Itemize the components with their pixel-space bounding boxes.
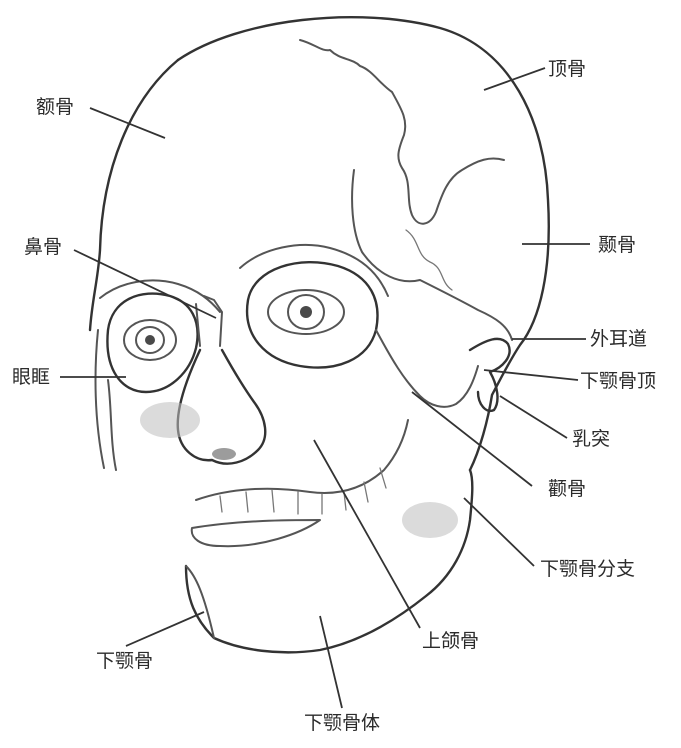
label-temporal: 颞骨	[598, 234, 636, 256]
leader-zygomatic	[412, 392, 532, 486]
right-pupil	[300, 306, 312, 318]
squamous-suture	[352, 170, 512, 340]
cranium-left-outline	[90, 60, 178, 330]
label-mastoid: 乳突	[572, 428, 610, 450]
label-mandible: 下颚骨	[96, 650, 153, 672]
right-orbit	[247, 262, 377, 367]
nasal-aperture	[178, 350, 266, 464]
label-orbit: 眼眶	[12, 366, 50, 388]
mandible-outline	[186, 470, 472, 652]
left-pupil	[145, 335, 155, 345]
label-ramus: 下颚骨分支	[540, 558, 635, 580]
leader-mandible	[126, 612, 204, 646]
left-cheek	[96, 330, 116, 470]
leader-mandible-body	[320, 616, 342, 708]
label-maxilla: 上颌骨	[422, 630, 479, 652]
label-mandible-body: 下颚骨体	[304, 712, 380, 734]
leader-frontal	[90, 108, 165, 138]
nostril	[212, 448, 236, 460]
cranium-outline	[178, 17, 549, 470]
jaw-shading	[402, 502, 458, 538]
mouth-line	[192, 520, 320, 546]
coronal-suture	[300, 40, 504, 224]
label-zygomatic: 颧骨	[548, 478, 586, 500]
label-nasal: 鼻骨	[24, 236, 62, 258]
label-frontal: 额骨	[36, 96, 74, 118]
leader-condyle	[484, 370, 578, 380]
nasal-bone	[196, 296, 222, 346]
label-condyle: 下颚骨顶	[580, 370, 656, 392]
label-parietal: 顶骨	[548, 58, 586, 80]
leader-maxilla	[314, 440, 420, 628]
leader-ramus	[464, 498, 534, 566]
right-brow	[240, 245, 388, 296]
maxilla-teeth	[196, 420, 408, 500]
zygomatic-outline	[376, 330, 478, 407]
cheek-shading	[140, 402, 200, 438]
leader-mastoid	[500, 396, 567, 438]
leader-parietal	[484, 68, 545, 90]
label-ear-canal: 外耳道	[590, 328, 647, 350]
